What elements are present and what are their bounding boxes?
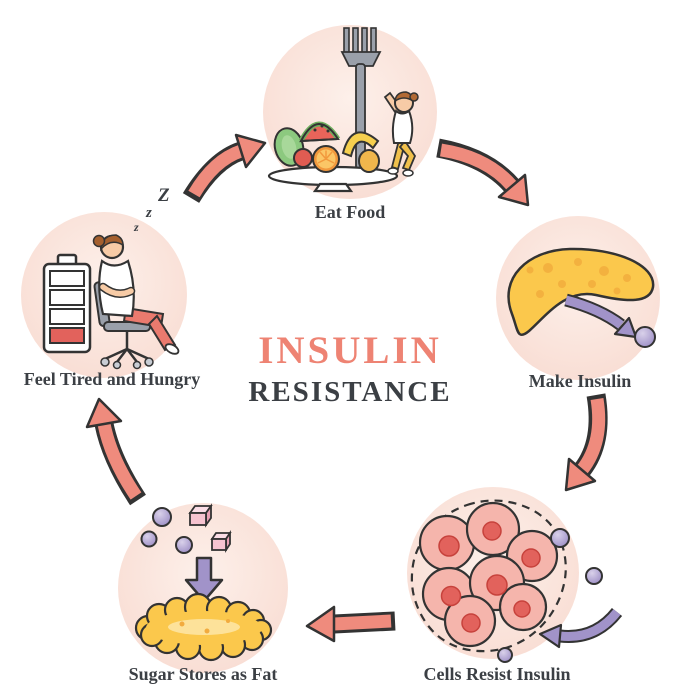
arrow-tired-to-eat-icon: [182, 133, 267, 204]
sleep-z-icon: z: [145, 205, 152, 221]
diagram-title: INSULIN RESISTANCE: [248, 331, 451, 409]
sleep-z-icon: z: [133, 220, 139, 234]
arrow-sugar-to-tired-icon: [85, 397, 146, 506]
sugar-cube-icon: [188, 503, 213, 528]
sugar-fat-illustration: [134, 503, 273, 662]
tired-hungry-illustration: z z Z: [42, 185, 180, 370]
sugar-sphere-icon: [152, 507, 172, 527]
diagram-title-line2: RESISTANCE: [248, 376, 452, 408]
sugar-sphere-icon: [175, 536, 193, 554]
sugar-cube-icon: [210, 530, 232, 553]
sleeping-person-icon: [92, 234, 180, 355]
low-battery-icon: [42, 253, 92, 354]
blocked-insulin-arrow-icon: [538, 607, 623, 649]
arrow-make-to-cells-icon: [564, 393, 608, 492]
cells-resist-illustration: [410, 499, 623, 663]
cell-cluster-icon: [418, 501, 559, 648]
stage-label-eat-food: Eat Food: [314, 202, 386, 222]
store-as-fat-arrow-icon: [184, 556, 224, 603]
eating-person-icon: [383, 91, 419, 177]
insulin-sphere-icon: [585, 567, 603, 585]
eat-food-illustration: [267, 27, 419, 193]
diagram-title-line1: INSULIN: [258, 329, 442, 372]
stage-label-make-insulin: Make Insulin: [528, 371, 632, 391]
arrow-eat-to-make-icon: [436, 138, 530, 207]
fat-blob-icon: [134, 592, 273, 662]
fruit-pile-icon: [273, 121, 380, 173]
sugar-sphere-icon: [140, 530, 158, 548]
arrow-cells-to-sugar-icon: [305, 605, 396, 643]
insulin-sphere-icon: [497, 647, 513, 663]
stage-label-sugar-fat: Sugar Stores as Fat: [128, 664, 278, 684]
insulin-release-arrow-icon: [564, 293, 638, 339]
pancreas-icon: [507, 247, 655, 337]
insulin-sphere-icon: [634, 326, 656, 348]
stage-label-tired-hungry: Feel Tired and Hungry: [23, 369, 201, 389]
make-insulin-illustration: [507, 247, 656, 348]
insulin-sphere-icon: [550, 528, 570, 548]
sleep-z-icon: Z: [157, 185, 170, 206]
stage-label-cells-resist: Cells Resist Insulin: [423, 664, 571, 684]
